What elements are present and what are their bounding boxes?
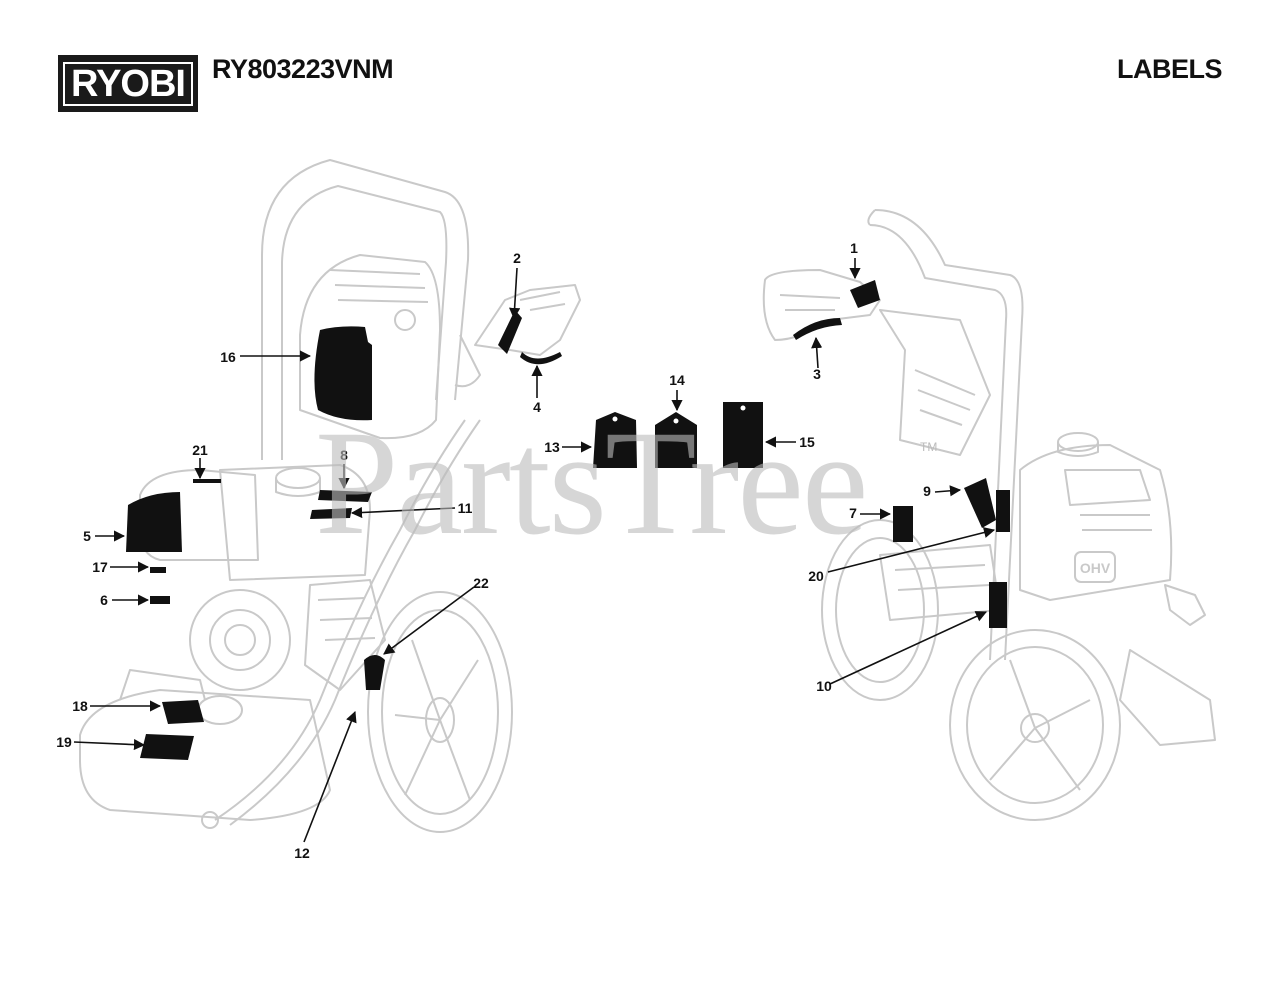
callout-3: 3 [813,366,821,382]
engine-badge: OHV [1080,560,1111,576]
callout-10: 10 [816,678,832,694]
callout-numbers: 16 2 4 21 8 11 5 17 6 22 18 19 12 13 14 … [56,240,931,861]
label-16 [314,326,372,421]
callout-4: 4 [533,399,541,415]
label-20 [996,490,1010,532]
label-14 [655,412,697,468]
model-number: RY803223VNM [212,54,394,84]
label-10 [989,582,1007,628]
callout-18: 18 [72,698,88,714]
callout-16: 16 [220,349,236,365]
label-shapes [126,280,1010,760]
callout-7: 7 [849,505,857,521]
callout-1: 1 [850,240,858,256]
label-11 [310,508,352,519]
label-13 [593,412,637,468]
callout-9: 9 [923,483,931,499]
callout-6: 6 [100,592,108,608]
label-17 [150,567,166,573]
callout-19: 19 [56,734,72,750]
callout-5: 5 [83,528,91,544]
label-5 [126,492,182,552]
label-21 [193,479,221,483]
partstree-watermark: PartsTree [315,400,868,566]
callout-8: 8 [340,447,348,463]
ryobi-logo: RYOBI [58,55,198,112]
label-7 [893,506,913,542]
section-title: LABELS [1117,54,1223,84]
right-pressure-washer: OHV [762,209,1216,821]
callout-14: 14 [669,372,685,388]
callout-21: 21 [192,442,208,458]
label-1 [850,280,880,308]
callout-20: 20 [808,568,824,584]
label-22 [364,655,385,690]
label-2 [498,310,522,354]
callout-15: 15 [799,434,815,450]
leader-lines [73,258,996,843]
label-8 [318,490,372,502]
label-3 [793,318,842,340]
label-19 [140,734,194,760]
callout-11: 11 [458,500,473,516]
callout-17: 17 [92,559,108,575]
label-15 [723,402,763,468]
callout-12: 12 [294,845,310,861]
label-9 [964,478,996,528]
left-pressure-washer [79,159,581,833]
logo-text: RYOBI [63,61,193,106]
watermark-tm: TM [920,440,938,454]
callout-13: 13 [544,439,560,455]
callout-2: 2 [513,250,521,266]
callout-22: 22 [473,575,489,591]
label-18 [162,700,204,724]
label-4 [520,352,562,365]
label-6 [150,596,170,604]
